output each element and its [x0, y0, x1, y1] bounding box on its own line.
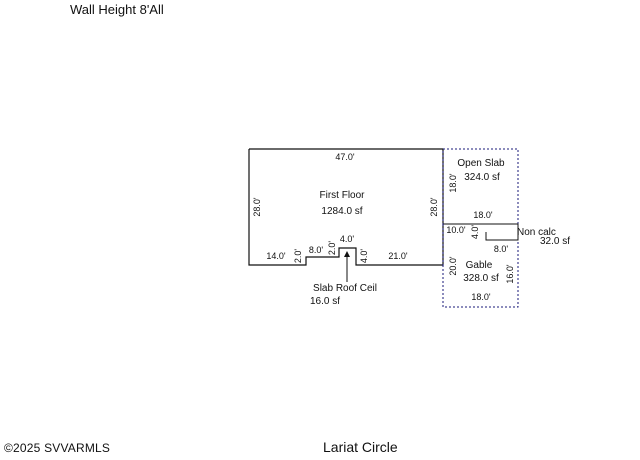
non-calc-area: 32.0 sf — [540, 236, 570, 247]
dim-ff-top: 47.0' — [335, 152, 355, 162]
open-slab-area: 324.0 sf — [464, 172, 500, 183]
dim-gable-right: 16.0' — [505, 264, 515, 284]
dim-nc-side: 4.0' — [470, 225, 480, 240]
open-slab-name: Open Slab — [457, 158, 505, 169]
first-floor-name: First Floor — [320, 190, 366, 201]
slab-roof-area: 16.0 sf — [310, 296, 340, 307]
street-name: Lariat Circle — [323, 439, 398, 455]
slab-roof-arrowhead — [344, 251, 350, 257]
gable-area: 328.0 sf — [463, 273, 499, 284]
dim-ff-step-a: 2.0' — [293, 249, 303, 264]
dim-ff-right: 28.0' — [429, 197, 439, 217]
dim-ff-left: 28.0' — [252, 197, 262, 217]
gable-name: Gable — [466, 260, 493, 271]
dim-ff-bottom-right: 21.0' — [388, 251, 408, 261]
first-floor-outline — [248, 148, 444, 266]
wall-height-label: Wall Height 8'All — [70, 2, 164, 17]
non-calc-outline — [443, 223, 519, 241]
non-calc-name: Non calc — [517, 227, 556, 238]
dim-nc-top: 10.0' — [446, 225, 466, 235]
dim-os-right: 18.0' — [448, 173, 458, 193]
open-slab-outline — [442, 148, 519, 225]
gable-outline — [442, 240, 519, 308]
dim-nc-bottom: 8.0' — [494, 244, 509, 254]
slab-roof-name: Slab Roof Ceil — [313, 283, 377, 294]
first-floor-area: 1284.0 sf — [321, 206, 362, 217]
dim-ff-bottom-left: 14.0' — [266, 251, 286, 261]
copyright-text: ©2025 SVVARMLS — [4, 441, 111, 455]
dim-notch-top: 4.0' — [340, 234, 355, 244]
dim-gable-left: 20.0' — [448, 256, 458, 276]
dim-ff-step-b: 2.0' — [327, 241, 337, 256]
dim-notch-right: 4.0' — [359, 249, 369, 264]
dim-ff-mid: 8.0' — [309, 245, 324, 255]
dim-os-bottom: 18.0' — [473, 210, 493, 220]
dim-gable-bottom: 18.0' — [471, 292, 491, 302]
